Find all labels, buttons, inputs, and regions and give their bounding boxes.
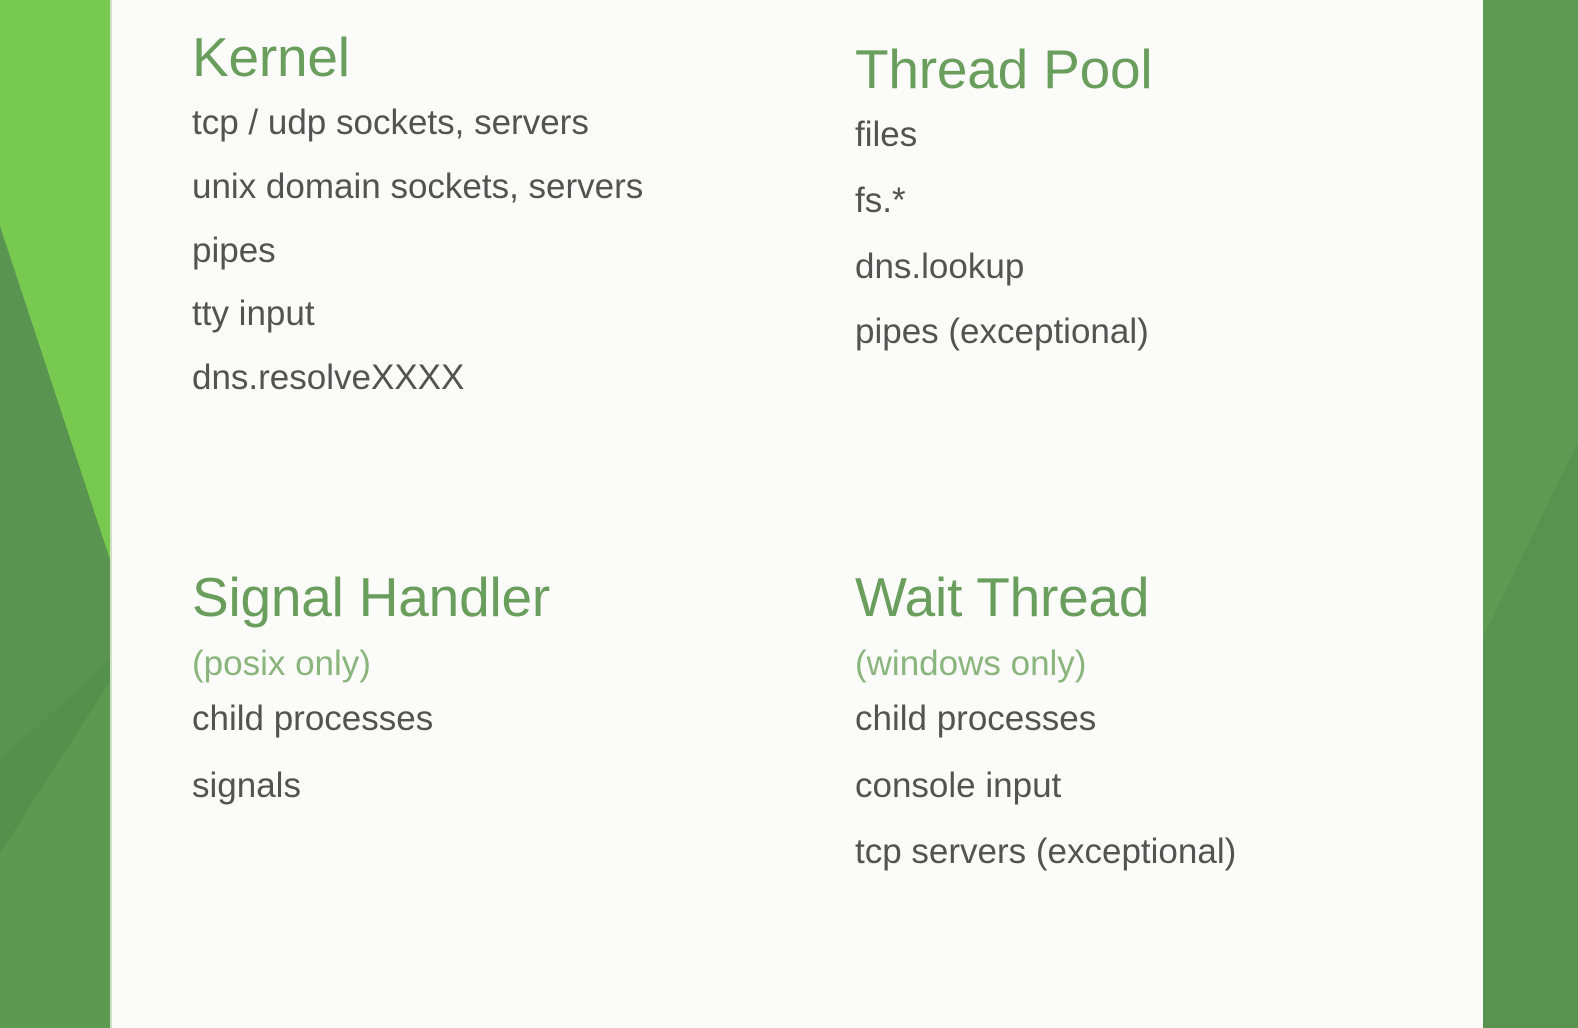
- signal-handler-item-list: child processes signals: [192, 698, 832, 807]
- list-item: pipes: [192, 230, 276, 270]
- signal-handler-subtitle: (posix only): [192, 644, 371, 684]
- wait-thread-heading: Wait Thread: [855, 566, 1150, 628]
- quadrant-signal-handler: Signal Handler (posix only) child proces…: [192, 568, 832, 831]
- list-item: console input: [855, 765, 1062, 805]
- kernel-item-list: tcp / udp sockets, servers unix domain s…: [192, 102, 832, 399]
- signal-handler-heading: Signal Handler: [192, 566, 550, 628]
- list-item: child processes: [192, 699, 434, 739]
- decorative-band-right: [1483, 0, 1578, 1028]
- list-item: files: [855, 115, 918, 155]
- quadrant-thread-pool: Thread Pool files fs.* dns.lookup pipes …: [855, 40, 1415, 377]
- list-item: child processes: [855, 699, 1097, 739]
- list-item: tcp servers (exceptional): [855, 832, 1237, 872]
- list-item: tty input: [192, 294, 315, 334]
- quadrant-grid: Kernel tcp / udp sockets, servers unix d…: [112, 0, 1483, 1028]
- kernel-heading: Kernel: [192, 26, 350, 88]
- thread-pool-item-list: files fs.* dns.lookup pipes (exceptional…: [855, 114, 1415, 354]
- list-item: dns.resolveXXXX: [192, 358, 465, 398]
- wait-thread-item-list: child processes console input tcp server…: [855, 698, 1415, 874]
- slide-edge-divider-left: [110, 0, 112, 1028]
- quadrant-wait-thread: Wait Thread (windows only) child process…: [855, 568, 1415, 898]
- wait-thread-subtitle: (windows only): [855, 644, 1087, 684]
- list-item: fs.*: [855, 180, 906, 220]
- thread-pool-heading: Thread Pool: [855, 38, 1153, 100]
- quadrant-kernel: Kernel tcp / udp sockets, servers unix d…: [192, 28, 832, 400]
- list-item: unix domain sockets, servers: [192, 166, 644, 206]
- decorative-band-left: [0, 0, 112, 1028]
- slide-content: Kernel tcp / udp sockets, servers unix d…: [112, 0, 1483, 1028]
- list-item: signals: [192, 765, 301, 805]
- list-item: dns.lookup: [855, 246, 1025, 286]
- list-item: tcp / udp sockets, servers: [192, 103, 589, 143]
- list-item: pipes (exceptional): [855, 312, 1149, 352]
